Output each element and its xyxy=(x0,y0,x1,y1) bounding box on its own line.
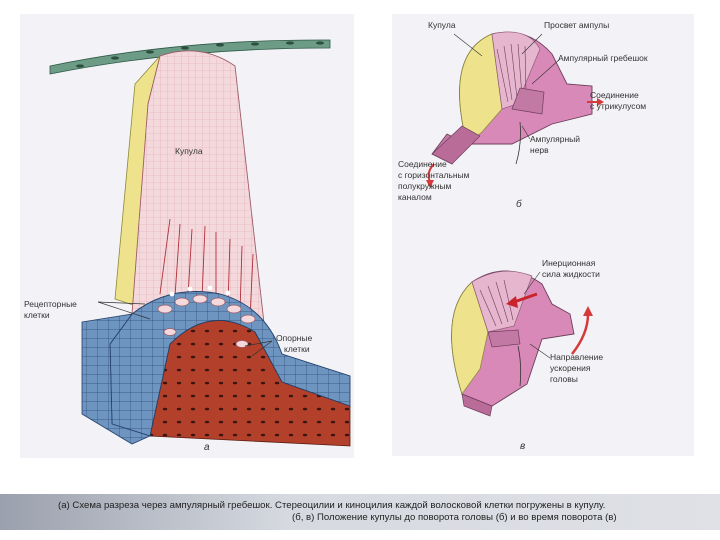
canal-label-2: с горизонтальным xyxy=(398,170,470,180)
canal-label-3: полукружным xyxy=(398,181,452,191)
receptor-cells-label-2: клетки xyxy=(24,310,50,320)
cupula-label-b: Купула xyxy=(428,20,456,30)
utricle-label-2: с утрикулусом xyxy=(590,101,646,111)
nerve-label-2: нерв xyxy=(530,145,549,155)
nerve-label: Ампулярный xyxy=(530,134,580,144)
panel-letter-b: б xyxy=(516,198,522,210)
ampulla-lumen-label: Просвет ампулы xyxy=(544,20,609,30)
receptor-cells-label: Рецепторные xyxy=(24,299,77,309)
panel-letter-c: в xyxy=(520,441,525,452)
caption-line-2: (б, в) Положение купулы до поворота голо… xyxy=(292,512,617,523)
accel-label-3: головы xyxy=(550,374,578,384)
inertia-label-2: сила жидкости xyxy=(542,269,600,279)
support-cells-label-2: клетки xyxy=(284,344,310,354)
crista-label: Ампулярный гребешок xyxy=(558,53,648,63)
support-cells-label: Опорные xyxy=(276,333,312,343)
accel-label-2: ускорения xyxy=(550,363,591,373)
caption-line-1: (а) Схема разреза через ампулярный гребе… xyxy=(58,500,605,511)
inertia-label: Инерционная xyxy=(542,258,596,268)
panel-letter-a: а xyxy=(204,442,210,453)
canal-label: Соединение xyxy=(398,159,447,169)
ampulla-before-rotation xyxy=(432,32,592,164)
cupula-label: Купула xyxy=(175,146,203,156)
utricle-label: Соединение xyxy=(590,90,639,100)
panel-b-c-ampulla: Купула Просвет ампулы Ампулярный гребешо… xyxy=(392,14,694,456)
canal-label-4: каналом xyxy=(398,192,432,202)
accel-label: Направление xyxy=(550,352,603,362)
ampulla-during-rotation xyxy=(452,271,574,416)
panel-a-crista-section: Купула Рецепторные клетки Опорные клетки… xyxy=(20,14,354,458)
